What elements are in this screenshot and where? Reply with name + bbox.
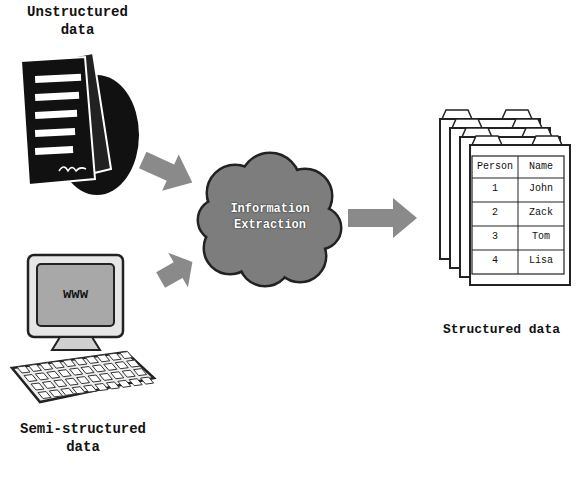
table-cell: Zack: [518, 204, 564, 222]
table-cell: Person: [472, 158, 518, 176]
node-label: Structured data: [420, 322, 583, 339]
table-cell: 1: [472, 180, 518, 198]
table-cell: Lisa: [518, 252, 564, 270]
document-icon: Unstructured data: [15, 3, 140, 199]
table-cell: 3: [472, 228, 518, 246]
node-label: Semi-structured data: [8, 420, 158, 456]
table-cell: John: [518, 180, 564, 198]
table-cell: Tom: [518, 228, 564, 246]
block-arrow: [139, 152, 192, 191]
computer-icon: [8, 250, 158, 415]
node-label: Unstructured data: [15, 3, 140, 39]
table-sheets: [420, 100, 583, 315]
process-cloud: Information Extraction: [195, 148, 345, 288]
table-cell: 2: [472, 204, 518, 222]
table-cell: Name: [518, 158, 564, 176]
table-cell: 4: [472, 252, 518, 270]
block-arrow: [348, 198, 417, 238]
node-label: Information Extraction: [214, 202, 326, 233]
document-icon: [15, 47, 140, 197]
block-arrow: [156, 253, 192, 288]
table-icon: Structured data PersonName1John2Zack3Tom4…: [420, 100, 583, 343]
screen-text: www: [38, 286, 113, 302]
computer-icon: Semi-structured data www: [8, 250, 158, 460]
